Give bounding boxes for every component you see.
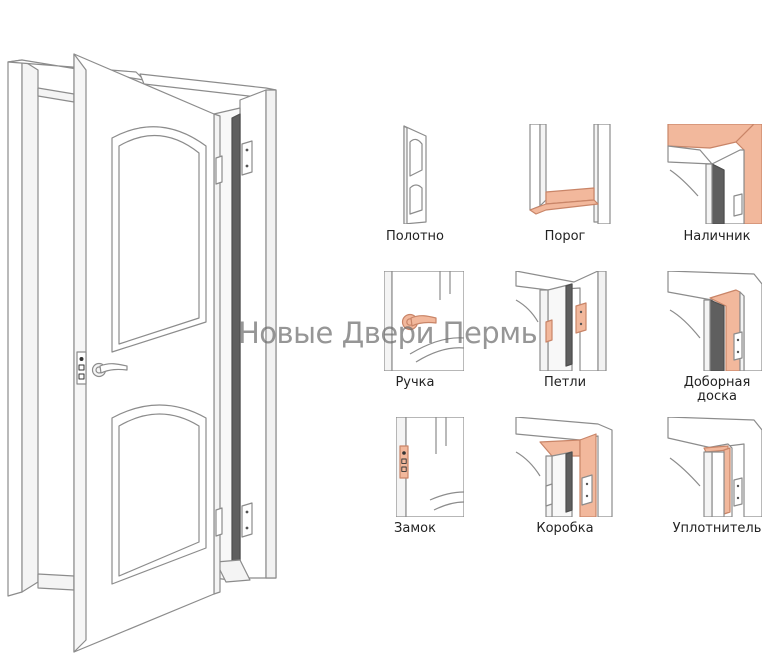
label-petli: Петли	[543, 375, 587, 390]
thumb-petli	[515, 271, 607, 371]
thumb-nalichnik	[667, 124, 762, 224]
label-polotno: Полотно	[385, 229, 445, 244]
thumb-ruchka	[384, 271, 464, 371]
watermark-text: Новые Двери Пермь	[238, 316, 538, 350]
thumb-uplotnitel	[667, 417, 762, 517]
thumb-polotno	[403, 125, 427, 224]
thumb-korobka	[515, 417, 613, 517]
main-door	[7, 53, 277, 653]
thumb-dobornaya	[667, 271, 762, 371]
label-korobka: Коробка	[536, 521, 594, 536]
label-uplotnitel: Уплотнитель	[672, 521, 762, 536]
label-ruchka: Ручка	[395, 375, 435, 390]
label-dobornaya: Доборная доска	[683, 375, 751, 404]
thumb-zamok	[396, 417, 464, 517]
label-zamok: Замок	[394, 521, 436, 536]
label-nalichnik: Наличник	[683, 229, 751, 244]
thumb-porog	[529, 124, 611, 224]
label-porog: Порог	[544, 229, 586, 244]
